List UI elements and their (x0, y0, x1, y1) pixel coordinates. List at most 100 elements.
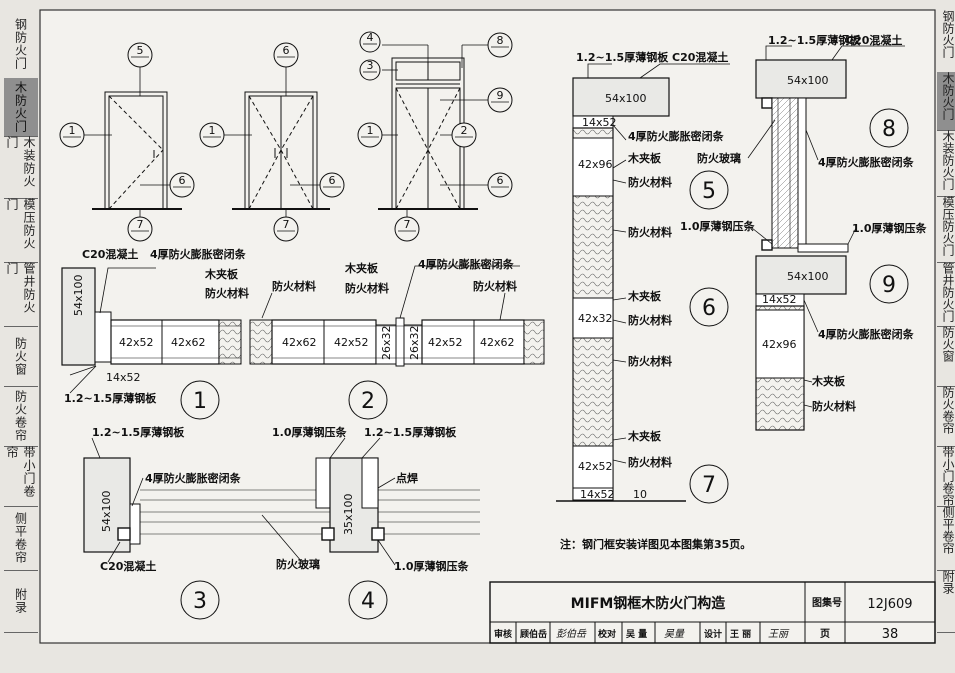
section-3 (83, 437, 480, 563)
label-press-s8b: 1.0厚薄钢压条 (852, 221, 927, 235)
label-glass-s8: 防火玻璃 (697, 151, 741, 165)
sidebar-item-5[interactable]: 管井防火门 (4, 262, 38, 327)
right-tab-2[interactable]: 木防火门 (937, 72, 955, 131)
label-fire-s7: 防火材料 (628, 455, 672, 469)
callout-8-circle (869, 108, 909, 148)
label-seal-s2: 4厚防火膨胀密闭条 (418, 257, 515, 271)
designer-signature: 王丽 (768, 629, 790, 640)
checker-signature: 吴量 (664, 628, 685, 640)
sidebar-item-3[interactable]: 木装防火门 (4, 136, 38, 199)
label-42x52-s2b: 42x52 (428, 336, 463, 349)
label-14x52-s1: 14x52 (106, 371, 141, 384)
label-42x62-s1: 42x62 (171, 336, 206, 349)
callout-5-label: 5 (702, 179, 716, 204)
section-1 (61, 267, 242, 394)
reviewer-signature: 彭伯岳 (556, 628, 587, 640)
callout-7-label: 7 (404, 218, 411, 231)
checker-name: 吴 量 (626, 628, 647, 640)
atlas-label: 图集号 (812, 596, 842, 609)
label-26x32-s2a: 26x32 (380, 325, 393, 360)
label-10-s7: 10 (633, 488, 647, 501)
right-tab-label: 模压防火门 (941, 196, 955, 256)
label-c20-s5: C20混凝土 (672, 50, 728, 64)
right-tab-4[interactable]: 模压防火门 (937, 196, 955, 263)
callout-7-circle (394, 216, 420, 242)
callout-4-circle (348, 580, 388, 620)
right-tab-10[interactable]: 附录 (937, 570, 955, 633)
review-label: 审核 (494, 628, 512, 640)
label-42x32-s6: 42x32 (578, 312, 613, 325)
label-wood-s6: 木夹板 (627, 289, 662, 303)
callout-6-circle (319, 172, 345, 198)
label-fire-s2a: 防火材料 (272, 279, 316, 293)
dimension-labels: 54x100 42x52 42x62 14x52 42x62 42x52 26x… (72, 74, 829, 535)
label-42x62-s2a: 42x62 (282, 336, 317, 349)
right-tab-label: 附录 (941, 570, 955, 594)
callout-9-circle (487, 87, 513, 113)
right-tab-5[interactable]: 管井防火门 (937, 262, 955, 327)
callout-1-label: 1 (193, 389, 207, 414)
right-tab-7[interactable]: 防火卷帘 (937, 386, 955, 447)
label-fire-s9: 防火材料 (812, 399, 856, 413)
sidebar-item-label: 带小门卷帘 (5, 446, 36, 498)
callout-6-label: 6 (702, 296, 716, 321)
right-tab-9[interactable]: 侧平卷帘 (937, 506, 955, 571)
sidebar-item-7[interactable]: 防火卷帘 (4, 386, 38, 447)
callout-6-circle (169, 172, 195, 198)
sidebar-item-4[interactable]: 模压防火门 (4, 198, 38, 263)
callout-1-label: 1 (209, 124, 216, 137)
callout-3-circle (359, 59, 381, 81)
label-42x52-s7: 42x52 (578, 460, 613, 473)
callout-5-label: 5 (137, 44, 144, 57)
label-fire-s5b: 防火材料 (628, 225, 672, 239)
vertical-section-5-6-7 (556, 63, 730, 502)
sidebar-item-8[interactable]: 带小门卷帘 (4, 446, 38, 507)
label-seal-s1: 4厚防火膨胀密闭条 (150, 247, 247, 261)
sidebar-item-6[interactable]: 防火窗 (4, 326, 38, 387)
callout-7-circle (273, 216, 299, 242)
right-tab-6[interactable]: 防火窗 (937, 326, 955, 387)
label-seal-s3: 4厚防火膨胀密闭条 (145, 471, 242, 485)
section-4 (261, 437, 396, 566)
callout-3-label: 3 (367, 59, 374, 72)
sidebar-item-10[interactable]: 附录 (4, 570, 38, 633)
right-tab-3[interactable]: 木装防火门 (937, 130, 955, 197)
callout-9-label: 9 (497, 89, 504, 102)
right-tab-8[interactable]: 带小门卷帘 (937, 446, 955, 507)
title-block (489, 581, 936, 644)
right-tab-label: 防火窗 (941, 326, 955, 362)
vertical-section-8-9 (747, 45, 905, 431)
callout-5-circle (127, 42, 153, 68)
sidebar-item-label: 模压防火门 (5, 198, 36, 250)
callout-6-circle (487, 172, 513, 198)
note-text: 注：钢门框安装详图见本图集第35页。 (560, 537, 751, 551)
label-42x96-s5: 42x96 (578, 158, 613, 171)
label-fire-s2c: 防火材料 (473, 279, 517, 293)
page-label: 页 (820, 628, 830, 640)
right-tab-label: 侧平卷帘 (941, 506, 955, 554)
label-fire-s2b: 防火材料 (345, 281, 389, 295)
reviewer-name: 顾伯岳 (520, 628, 547, 640)
label-wood-s2: 木夹板 (344, 261, 379, 275)
right-tab-label: 防火卷帘 (941, 386, 955, 434)
sidebar-item-9[interactable]: 侧平卷帘 (4, 506, 38, 571)
callout-2-label: 2 (361, 389, 375, 414)
callout-8-circle (487, 32, 513, 58)
label-fire-s5a: 防火材料 (628, 175, 672, 189)
material-labels: C20混凝土 4厚防火膨胀密闭条 木夹板 防火材料 1.2~1.5厚薄钢板 防火… (64, 33, 927, 573)
label-press-s8a: 1.0厚薄钢压条 (680, 219, 755, 233)
label-54x100-s1: 54x100 (72, 274, 85, 316)
label-14x52-s5: 14x52 (582, 116, 617, 129)
sidebar-item-label: 钢防火门 (13, 18, 28, 70)
label-35x100-s4: 35x100 (342, 493, 355, 535)
callout-6-circle (689, 287, 729, 327)
door-elevation-double (232, 91, 330, 210)
callout-6-label: 6 (179, 174, 186, 187)
title-block-text: MIFM钢框木防火门构造 图集号 12J609 审核 顾伯岳 彭伯岳 校对 吴 … (494, 595, 913, 642)
label-seal-s8: 4厚防火膨胀密闭条 (818, 155, 915, 169)
door-elevation-single (92, 91, 182, 210)
sidebar-item-2[interactable]: 木防火门 (4, 78, 38, 137)
